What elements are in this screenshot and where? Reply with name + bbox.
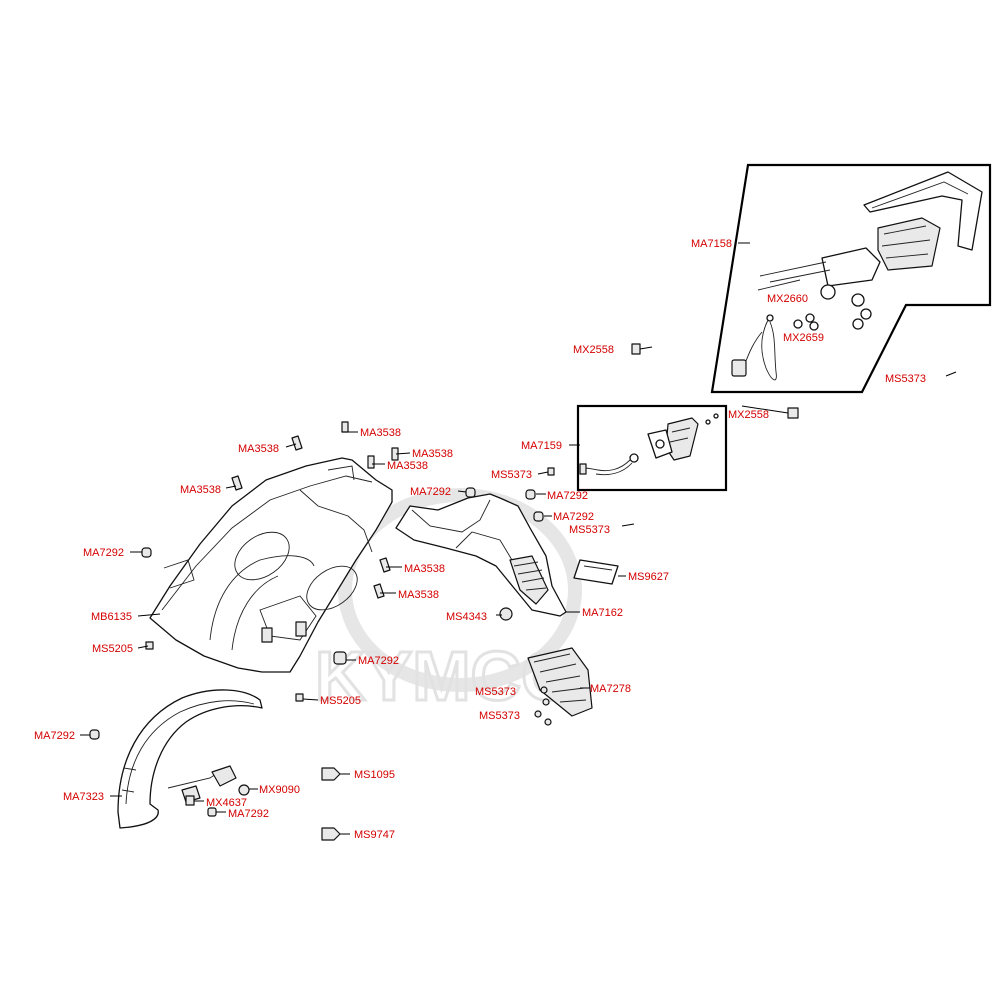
screw-ma3538-e [231,475,243,491]
label-ma7278: MA7278 [590,683,631,695]
label-ma7292-d: MA7292 [83,547,124,559]
label-ms9627: MS9627 [628,571,669,583]
bolt-ms1095 [321,767,350,781]
label-ms5373-c: MS5373 [569,524,610,536]
label-ma7292-a: MA7292 [410,486,451,498]
screw-ma3538-d [367,455,375,469]
screw-ms5205-a [145,641,154,650]
screw-ma3538-b [291,435,303,451]
screw-ms5373-e [534,710,552,726]
screw-ms5205-b [295,693,304,702]
label-ma7292-c: MA7292 [553,511,594,523]
front-fender [117,689,263,829]
label-ms5205-a: MS5205 [92,643,133,655]
screw-ms5373-a [945,371,957,377]
label-ma7292-f: MA7292 [34,730,75,742]
label-ma3538-g: MA3538 [398,589,439,601]
label-mx4637: MX4637 [206,797,247,809]
label-mx9090: MX9090 [259,784,300,796]
part-labels: MA7158 MX2660 MX2659 MX2558 MS5373 MX255… [34,238,926,841]
license-light-assembly-box [576,404,728,492]
clip-ma7292-c [533,511,544,522]
watermark-text: KYMCO [315,637,576,715]
rear-fender [395,493,567,617]
label-ma3538-c: MA3538 [412,448,453,460]
label-ms5373-e: MS5373 [479,710,520,722]
label-ma7292-g: MA7292 [228,808,269,820]
screw-ma3538-f [379,557,391,573]
leader-lines [80,242,789,813]
label-mx2558-b: MX2558 [728,409,769,421]
fasteners [89,343,957,841]
bolt-mx2558-a [631,343,653,355]
inner-cover [149,457,393,673]
bolt-ms9747 [321,827,350,841]
clip-ma7292-d [141,547,152,558]
label-ms5373-a: MS5373 [885,373,926,385]
label-ms1095: MS1095 [354,769,395,781]
tail-light-assembly-box [710,163,992,394]
bolt-mx2558-b [787,407,799,419]
clip-ma7292-e [333,651,347,665]
clip-ma7292-a [465,487,476,498]
label-ms5205-b: MS5205 [320,695,361,707]
label-ma7323: MA7323 [63,791,104,803]
label-ma7159: MA7159 [521,440,562,452]
watermark: KYMCO [314,488,582,717]
label-ms5373-d: MS5373 [475,686,516,698]
label-ms4343: MS4343 [446,611,487,623]
clip-ma7292-g [207,807,217,817]
label-ma3538-f: MA3538 [404,563,445,575]
label-ms5373-b: MS5373 [491,469,532,481]
label-ma3538-e: MA3538 [180,484,221,496]
clip-ma7292-b [525,489,536,500]
clip-mx4637 [185,795,195,806]
label-mx2659: MX2659 [783,332,824,344]
label-ms9747: MS9747 [354,829,395,841]
screw-ma3538-g [373,583,385,599]
screw-ms5373-b [547,467,555,476]
reflector-plate [527,647,593,717]
screw-ms5373-d [540,686,550,706]
label-ma7162: MA7162 [582,607,623,619]
label-ma3538-d: MA3538 [387,460,428,472]
label-ma7292-b: MA7292 [547,490,588,502]
label-mx2558-a: MX2558 [573,344,614,356]
label-ma3538-b: MA3538 [238,443,279,455]
label-mx2660: MX2660 [767,293,808,305]
license-plate-bracket [573,559,619,585]
screw-ma3538-c [391,447,399,461]
clip-ma7292-f [89,729,100,740]
washer-mx9090 [238,784,250,796]
label-ma7292-e: MA7292 [358,655,399,667]
screw-ma3538-a [341,421,349,433]
nut-ms4343 [499,607,513,621]
label-ma3538-a: MA3538 [360,427,401,439]
label-ma7158: MA7158 [691,238,732,250]
screw-ms5373-c [621,523,635,527]
label-mb6135: MB6135 [91,611,132,623]
